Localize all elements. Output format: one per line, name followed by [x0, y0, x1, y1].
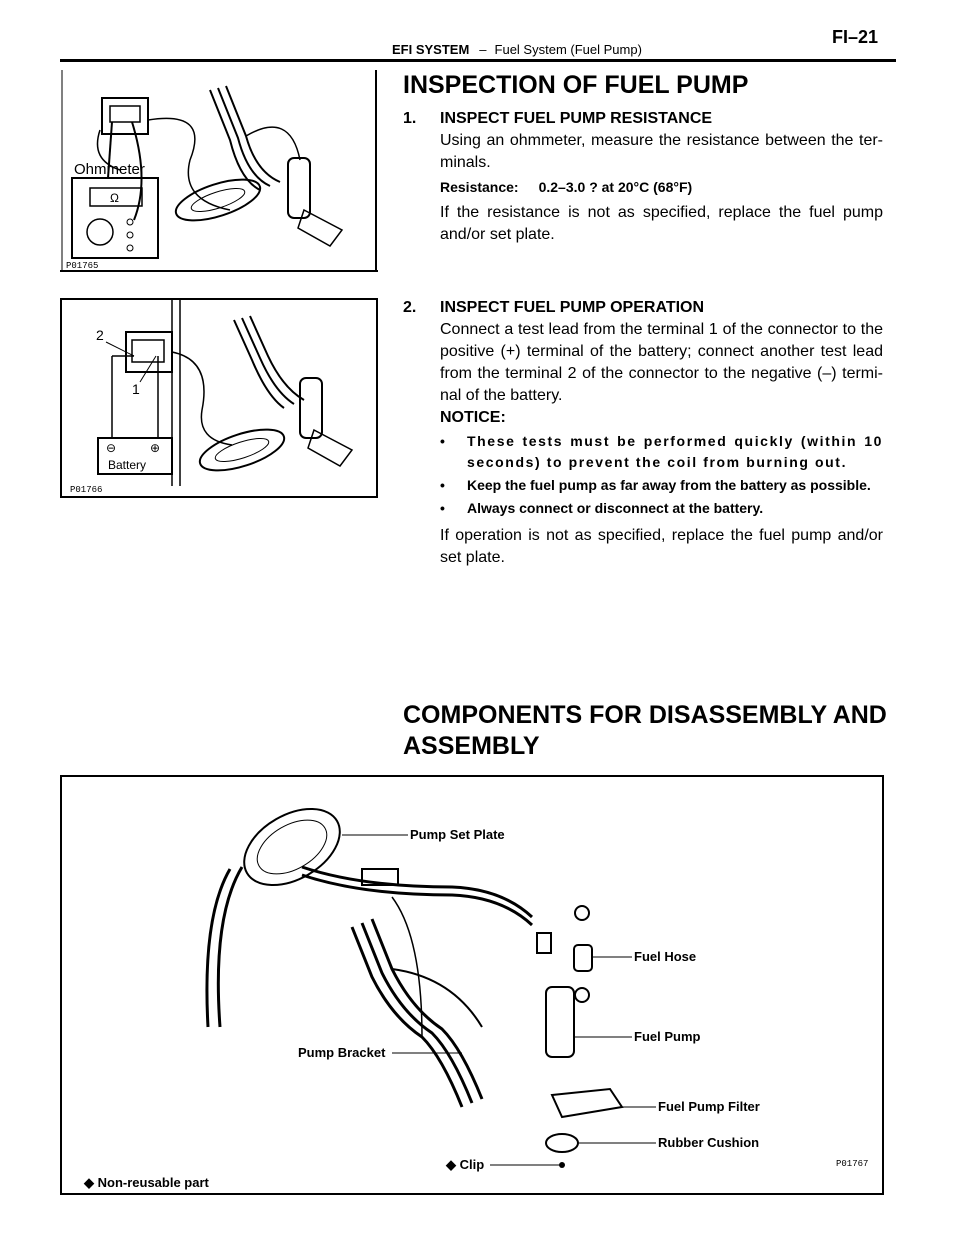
figure-code: P01766 [70, 485, 102, 495]
step-2-number: 2. [403, 299, 417, 316]
label-pump-bracket: Pump Bracket [298, 1045, 386, 1060]
header-system: EFI SYSTEM [392, 42, 470, 57]
step-1: 1. INSPECT FUEL PUMP RESISTANCE Using an … [403, 108, 883, 246]
terminal-2-label: 2 [96, 327, 104, 343]
notice-item: • Keep the fuel pump as far away from th… [440, 475, 883, 496]
label-fuel-pump: Fuel Pump [634, 1029, 701, 1044]
step-1-text: Using an ohmmeter, measure the resistanc… [440, 132, 883, 171]
figure-battery: 2 1 ⊖ ⊕ Battery P01766 [60, 298, 378, 498]
non-reusable-diamond-icon: ◆ [446, 1157, 456, 1172]
battery-negative-icon: ⊖ [106, 441, 116, 455]
label-fuel-hose: Fuel Hose [634, 949, 697, 964]
label-pump-set-plate: Pump Set Plate [410, 827, 505, 842]
battery-label: Battery [108, 458, 146, 472]
battery-positive-icon: ⊕ [150, 441, 160, 455]
header-rule [60, 59, 896, 62]
label-fuel-pump-filter: Fuel Pump Filter [658, 1099, 760, 1114]
bullet-icon: • [440, 433, 445, 449]
clip-label-text: Clip [459, 1157, 485, 1172]
legend-text: Non-reusable part [97, 1175, 209, 1190]
spec-value: 0.2–3.0 ? at 20°C (68°F) [538, 179, 693, 195]
figure-code: P01765 [66, 261, 98, 271]
label-clip: ◆ Clip [446, 1157, 484, 1173]
figure-components: Pump Set Plate Fuel Hose Fuel Pump Pump … [60, 775, 884, 1195]
terminal-1-label: 1 [132, 381, 140, 397]
step-2-followup: If operation is not as specified, replac… [440, 527, 883, 566]
omega-symbol: Ω [110, 191, 119, 205]
ohmmeter-illustration: Ohmmeter Ω P01765 [61, 70, 377, 271]
step-1-title: INSPECT FUEL PUMP RESISTANCE [440, 110, 713, 127]
label-rubber-cushion: Rubber Cushion [658, 1135, 760, 1150]
notice-item: • These tests must be performed quickly … [440, 431, 883, 473]
resistance-spec: Resistance: 0.2–3.0 ? at 20°C (68°F) [440, 176, 883, 198]
figure-code: P01767 [836, 1159, 869, 1169]
running-header: EFI SYSTEM–Fuel System (Fuel Pump) [392, 42, 642, 57]
components-illustration [205, 808, 656, 1168]
bullet-icon: • [440, 500, 445, 516]
section-title-inspection: INSPECTION OF FUEL PUMP [403, 71, 749, 99]
legend-non-reusable: ◆ Non-reusable part [84, 1175, 209, 1191]
battery-illustration: 2 1 ⊖ ⊕ Battery P01766 [70, 300, 354, 495]
header-section: Fuel System (Fuel Pump) [494, 42, 642, 57]
page-number: FI–21 [832, 27, 879, 47]
figure-ohmmeter: Ohmmeter Ω P01765 [60, 70, 378, 272]
notice-label: NOTICE: [440, 409, 506, 426]
step-2-text: Connect a test lead from the terminal 1 … [440, 321, 883, 404]
section-title-components: COMPONENTS FOR DISASSEMBLY AND ASSEMBLY [403, 701, 887, 760]
step-2-heading: 2. INSPECT FUEL PUMP OPERATION [403, 297, 883, 319]
spec-label: Resistance: [440, 179, 519, 195]
step-2: 2. INSPECT FUEL PUMP OPERATION Connect a … [403, 297, 883, 569]
notice-item: • Always connect or disconnect at the ba… [440, 498, 883, 519]
step-1-number: 1. [403, 110, 417, 127]
legend-diamond-icon: ◆ [84, 1175, 94, 1190]
header-separator: – [479, 42, 487, 57]
notice-text: Always connect or disconnect at the batt… [467, 500, 764, 516]
step-1-heading: 1. INSPECT FUEL PUMP RESISTANCE [403, 108, 883, 130]
notice-text: These tests must be performed quickly (w… [467, 433, 883, 470]
step-1-followup: If the resistance is not as specified, r… [440, 204, 883, 243]
notice-text: Keep the fuel pump as far away from the … [467, 477, 871, 493]
step-2-title: INSPECT FUEL PUMP OPERATION [440, 299, 705, 316]
bullet-icon: • [440, 477, 445, 493]
